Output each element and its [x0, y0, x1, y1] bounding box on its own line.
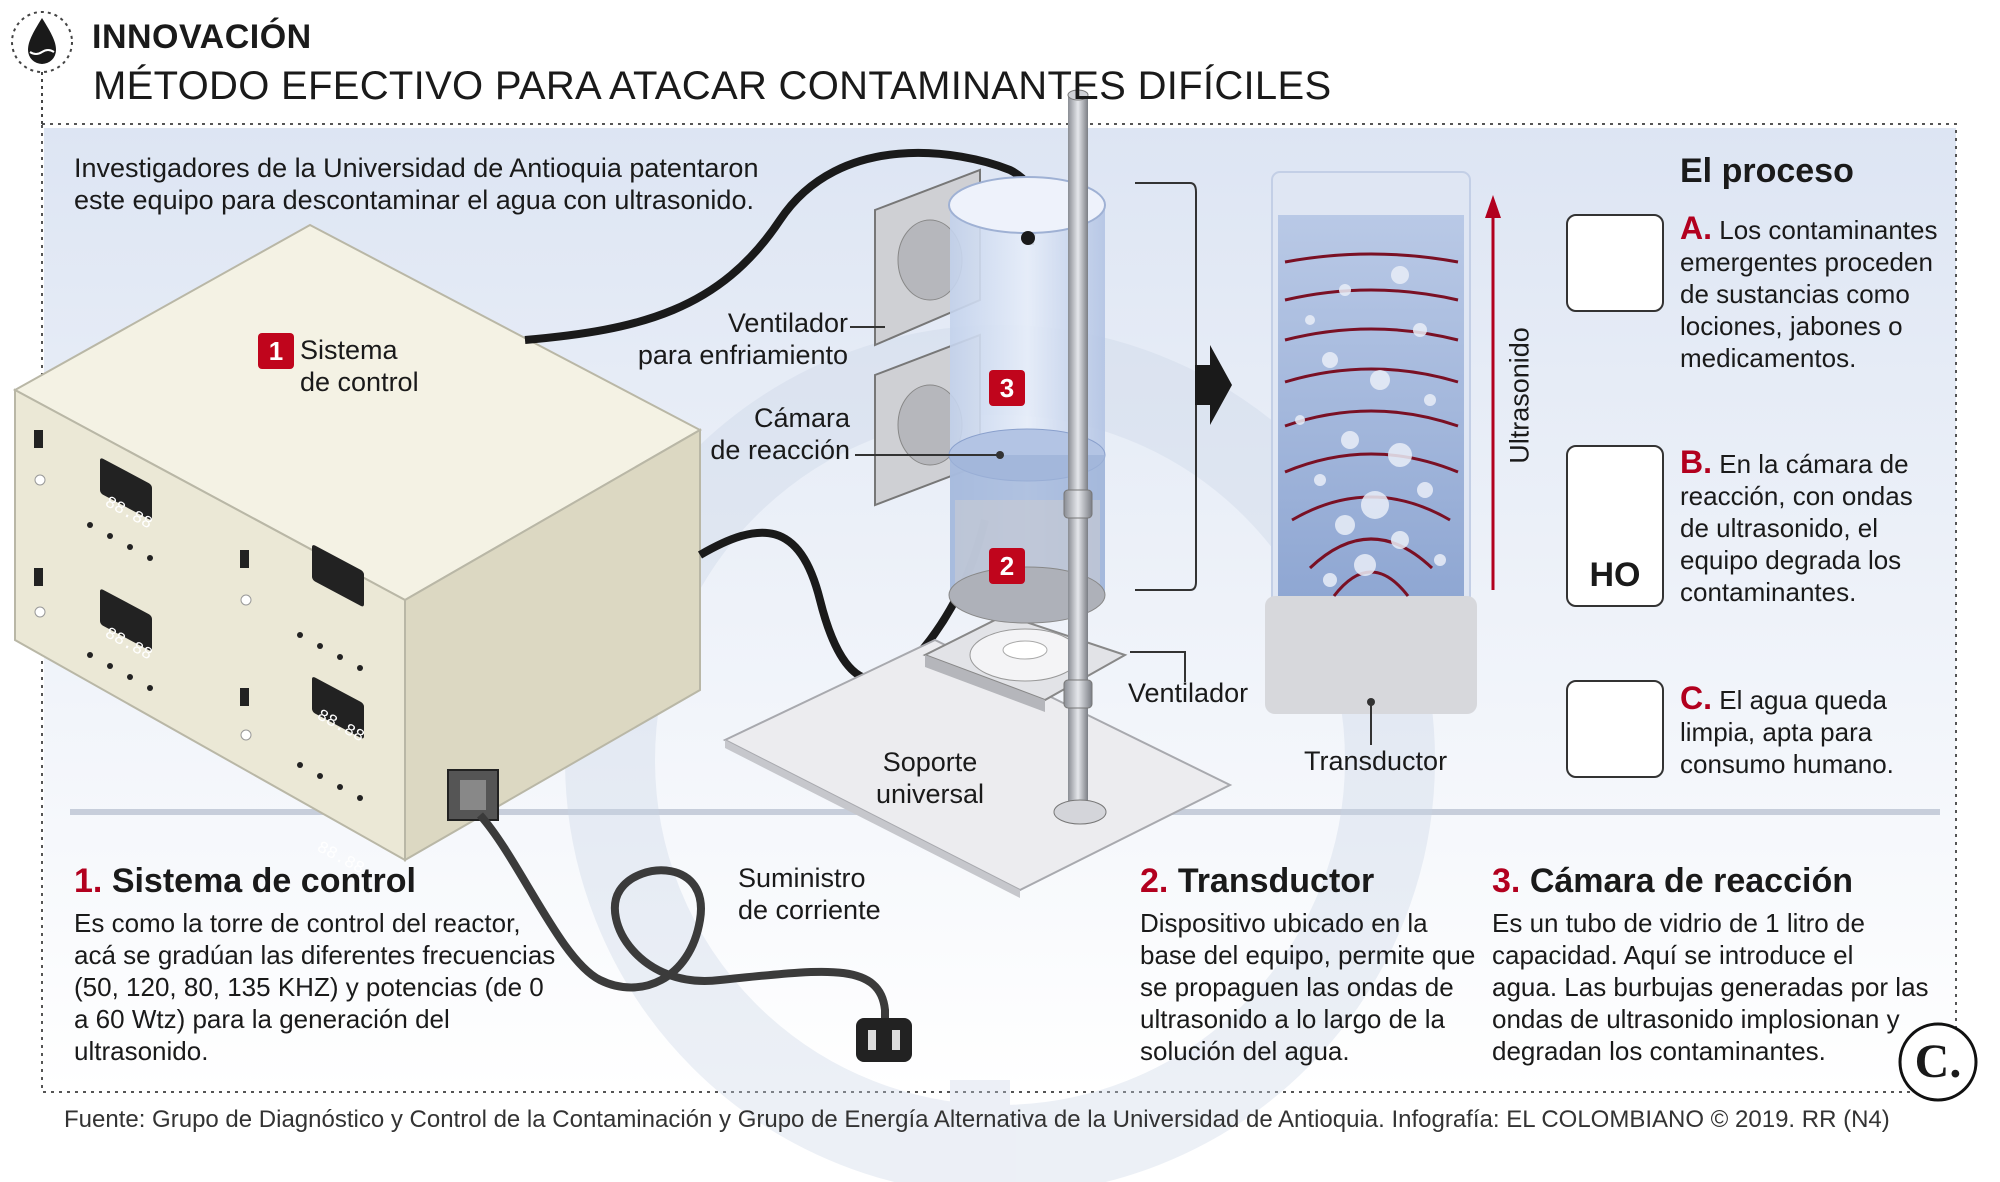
detail-transducer: 2. Transductor Dispositivo ubicado en la… — [1140, 862, 1476, 1066]
ultrasound-arrow — [1485, 195, 1501, 590]
leader-fan — [1130, 651, 1186, 682]
process-icon-box-a — [1566, 214, 1664, 312]
support-rod — [1053, 89, 1107, 825]
control-box — [12, 223, 703, 862]
label-transducer: Transductor — [1304, 746, 1448, 776]
transducer-view — [1265, 171, 1477, 745]
process-icon-box-b — [1566, 445, 1664, 607]
support-base — [722, 638, 1233, 892]
process-title: El proceso — [1680, 152, 1854, 190]
section-label: INNOVACIÓN — [92, 18, 312, 56]
process-icon-box-c — [1566, 680, 1664, 778]
power-cord — [477, 812, 889, 1050]
badge-2: 2 — [989, 548, 1025, 584]
badge-1: 1 — [258, 333, 294, 369]
logo-circle — [1898, 1022, 1978, 1102]
intro-text: Investigadores de la Universidad de Anti… — [74, 153, 759, 215]
source-credit: Fuente: Grupo de Diagnóstico y Control d… — [64, 1106, 1890, 1133]
power-socket — [447, 769, 499, 821]
label-fan: Ventilador — [1128, 678, 1249, 708]
right-arrow — [1195, 345, 1232, 425]
water-drop-icon — [11, 11, 73, 124]
label-ultrasound: Ultrasonido — [1504, 327, 1535, 464]
detail-reaction-chamber: 3. Cámara de reacción Es un tubo de vidr… — [1492, 862, 1929, 1066]
detail-control-system: 1. Sistema de control Es como la torre d… — [74, 862, 556, 1066]
newspaper-logo: C. — [1914, 1035, 1962, 1088]
process-step-b: B. En la cámara de reacción, con ondas d… — [1680, 444, 1913, 607]
badge-3: 3 — [989, 370, 1025, 406]
page-title: MÉTODO EFECTIVO PARA ATACAR CONTAMINANTE… — [93, 64, 1332, 108]
power-plug — [856, 1018, 912, 1062]
ho-icon-text: HO — [1589, 556, 1641, 594]
process-step-c: C. El agua queda limpia, apta para consu… — [1680, 680, 1894, 779]
process-step-a: A. Los contaminantes emergentes proceden… — [1680, 210, 1938, 373]
